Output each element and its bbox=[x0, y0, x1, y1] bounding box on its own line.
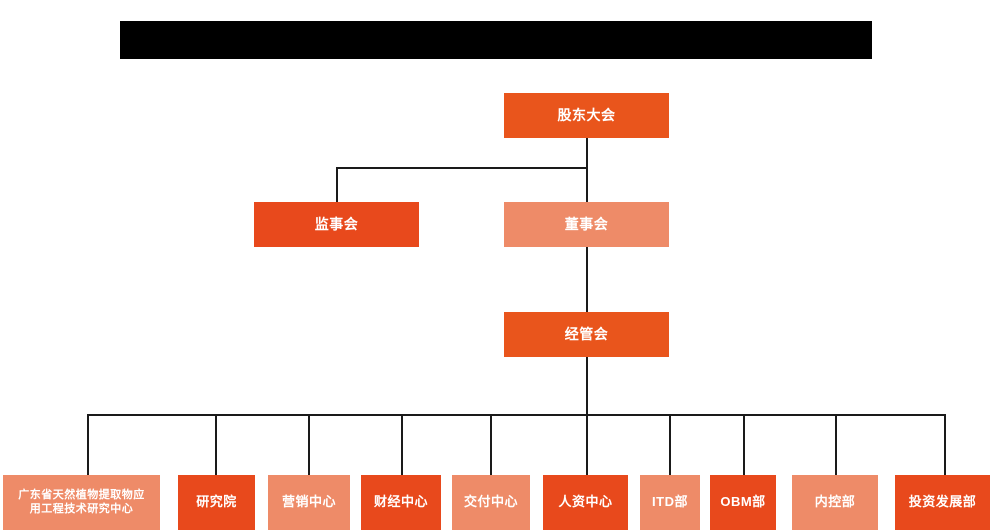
node-label: 股东大会 bbox=[557, 106, 616, 123]
connector-drop-board bbox=[586, 167, 588, 202]
node-dept-marketing-center[interactable]: 营销中心 bbox=[268, 475, 350, 530]
node-dept-itd[interactable]: ITD部 bbox=[640, 475, 700, 530]
node-dept-delivery-center[interactable]: 交付中心 bbox=[452, 475, 530, 530]
connector-drop-dept-4 bbox=[401, 414, 403, 475]
connector-drop-dept-7 bbox=[669, 414, 671, 475]
node-label: 研究院 bbox=[196, 494, 237, 510]
connector-drop-dept-6 bbox=[586, 414, 588, 475]
node-label: 经管会 bbox=[564, 325, 609, 342]
node-label: OBM部 bbox=[720, 494, 766, 510]
node-dept-research-institute[interactable]: 研究院 bbox=[178, 475, 255, 530]
connector-board-to-management bbox=[586, 247, 588, 312]
node-shareholders-meeting[interactable]: 股东大会 bbox=[504, 93, 669, 138]
node-dept-investment-development[interactable]: 投资发展部 bbox=[895, 475, 990, 530]
node-label: 董事会 bbox=[564, 215, 609, 232]
connector-drop-dept-2 bbox=[215, 414, 217, 475]
node-label: 营销中心 bbox=[281, 494, 336, 510]
node-label: 人资中心 bbox=[558, 494, 613, 510]
connector-level2-bus bbox=[336, 167, 588, 169]
node-label: 广东省天然植物提取物应 用工程技术研究中心 bbox=[18, 488, 145, 515]
redacted-title-bar bbox=[120, 21, 872, 59]
node-dept-hr-center[interactable]: 人资中心 bbox=[543, 475, 628, 530]
node-label: 财经中心 bbox=[373, 494, 428, 510]
connector-department-bus bbox=[87, 414, 945, 416]
node-label: 交付中心 bbox=[463, 494, 518, 510]
node-dept-obm[interactable]: OBM部 bbox=[710, 475, 776, 530]
connector-management-down bbox=[586, 357, 588, 415]
connector-drop-dept-10 bbox=[944, 414, 946, 475]
node-board-of-directors[interactable]: 董事会 bbox=[504, 202, 669, 247]
node-dept-finance-center[interactable]: 财经中心 bbox=[361, 475, 441, 530]
node-supervisory-board[interactable]: 监事会 bbox=[254, 202, 419, 247]
node-management-committee[interactable]: 经管会 bbox=[504, 312, 669, 357]
connector-drop-dept-8 bbox=[743, 414, 745, 475]
node-label: 内控部 bbox=[814, 494, 856, 510]
connector-drop-dept-9 bbox=[835, 414, 837, 475]
node-label: 监事会 bbox=[314, 215, 359, 232]
node-label: 投资发展部 bbox=[908, 494, 977, 510]
connector-drop-dept-3 bbox=[308, 414, 310, 475]
connector-shareholders-down bbox=[586, 138, 588, 168]
node-label: ITD部 bbox=[652, 494, 688, 510]
connector-drop-dept-5 bbox=[490, 414, 492, 475]
node-dept-natural-plant-extract-center[interactable]: 广东省天然植物提取物应 用工程技术研究中心 bbox=[3, 475, 160, 530]
node-dept-internal-control[interactable]: 内控部 bbox=[792, 475, 878, 530]
connector-drop-supervisory bbox=[336, 167, 338, 202]
connector-drop-dept-1 bbox=[87, 414, 89, 475]
